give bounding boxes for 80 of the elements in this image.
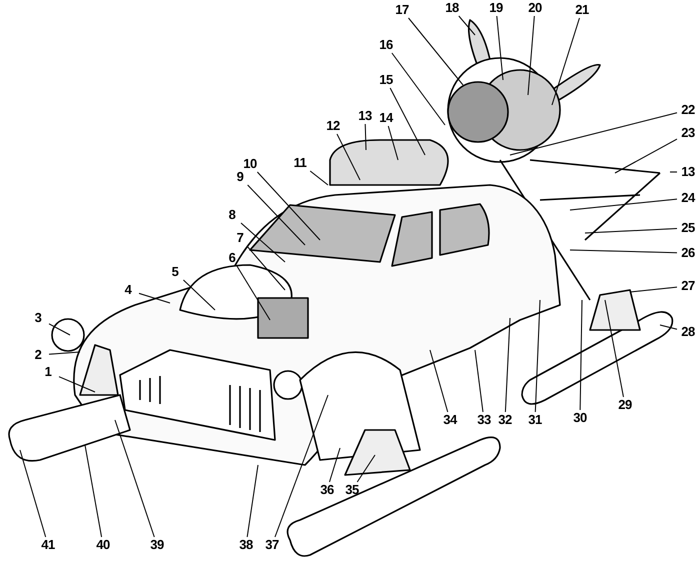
leader-line — [48, 323, 70, 336]
callout-number: 6 — [221, 250, 243, 266]
callout-number: 35 — [341, 482, 363, 498]
callout-number: 19 — [485, 0, 507, 16]
leader-line — [114, 420, 155, 538]
leader-line — [496, 16, 504, 80]
leader-line — [504, 318, 510, 412]
callout-number: 11 — [289, 155, 311, 171]
leader-line — [247, 184, 306, 246]
leader-line — [660, 324, 678, 330]
leader-line — [20, 450, 46, 538]
leader-line — [310, 170, 328, 186]
leader-line — [614, 138, 678, 174]
callout-number: 23 — [677, 125, 699, 141]
callout-number: 4 — [117, 282, 139, 298]
leader-line — [246, 464, 258, 538]
callout-number: 14 — [375, 110, 397, 126]
callout-number: 22 — [677, 102, 699, 118]
callout-number: 7 — [229, 230, 251, 246]
callout-number: 15 — [375, 72, 397, 88]
leader-line — [630, 286, 678, 292]
callout-number: 25 — [677, 220, 699, 236]
leader-line — [458, 16, 476, 36]
callout-number: 2 — [27, 347, 49, 363]
leader-line — [604, 300, 624, 398]
callout-number: 30 — [569, 410, 591, 426]
callout-number: 20 — [524, 0, 546, 16]
callout-number: 39 — [146, 537, 168, 553]
callout-number: 1 — [37, 364, 59, 380]
callout-number: 41 — [37, 537, 59, 553]
leader-line — [356, 454, 376, 482]
callout-number: 5 — [164, 264, 186, 280]
callout-number: 32 — [494, 412, 516, 428]
leader-line — [138, 292, 170, 304]
callout-number: 31 — [524, 412, 546, 428]
leader-line — [256, 172, 320, 240]
callout-number: 40 — [92, 537, 114, 553]
leader-line — [84, 444, 102, 538]
callout-number: 34 — [439, 412, 461, 428]
leader-line — [510, 112, 678, 156]
leader-line — [430, 350, 448, 412]
leader-line — [580, 300, 582, 410]
callout-number: 18 — [441, 0, 463, 16]
callout-number: 13 — [677, 164, 699, 180]
callout-number: 29 — [614, 397, 636, 413]
callout-number: 16 — [375, 37, 397, 53]
leader-line — [58, 376, 96, 392]
callout-number: 3 — [27, 310, 49, 326]
callout-number: 28 — [677, 324, 699, 340]
leader-line — [584, 228, 678, 234]
callout-number: 27 — [677, 278, 699, 294]
leader-line — [246, 246, 286, 290]
leader-line — [364, 124, 366, 150]
callout-number: 13 — [354, 108, 376, 124]
callout-number: 21 — [571, 2, 593, 18]
leader-line — [391, 52, 446, 126]
leader-line — [240, 222, 286, 262]
callout-number: 37 — [261, 537, 283, 553]
callout-number: 17 — [391, 2, 413, 18]
callout-number: 12 — [322, 118, 344, 134]
callout-number: 33 — [473, 412, 495, 428]
callout-number: 38 — [235, 537, 257, 553]
leader-line — [570, 198, 678, 210]
leader-line — [390, 88, 426, 156]
leader-line — [570, 250, 678, 254]
callout-number: 8 — [221, 207, 243, 223]
leader-line — [408, 18, 464, 86]
callout-number: 26 — [677, 245, 699, 261]
callout-number: 9 — [229, 169, 251, 185]
callout-number: 24 — [677, 190, 699, 206]
leader-line — [528, 16, 535, 96]
leader-line — [236, 266, 270, 320]
leader-line — [274, 394, 328, 538]
leader-line — [552, 18, 580, 106]
callout-number: 10 — [239, 156, 261, 172]
leader-line — [388, 126, 398, 160]
callout-number: 36 — [316, 482, 338, 498]
leader-line — [474, 350, 484, 412]
leader-line — [328, 448, 340, 482]
leader-line — [48, 352, 80, 355]
